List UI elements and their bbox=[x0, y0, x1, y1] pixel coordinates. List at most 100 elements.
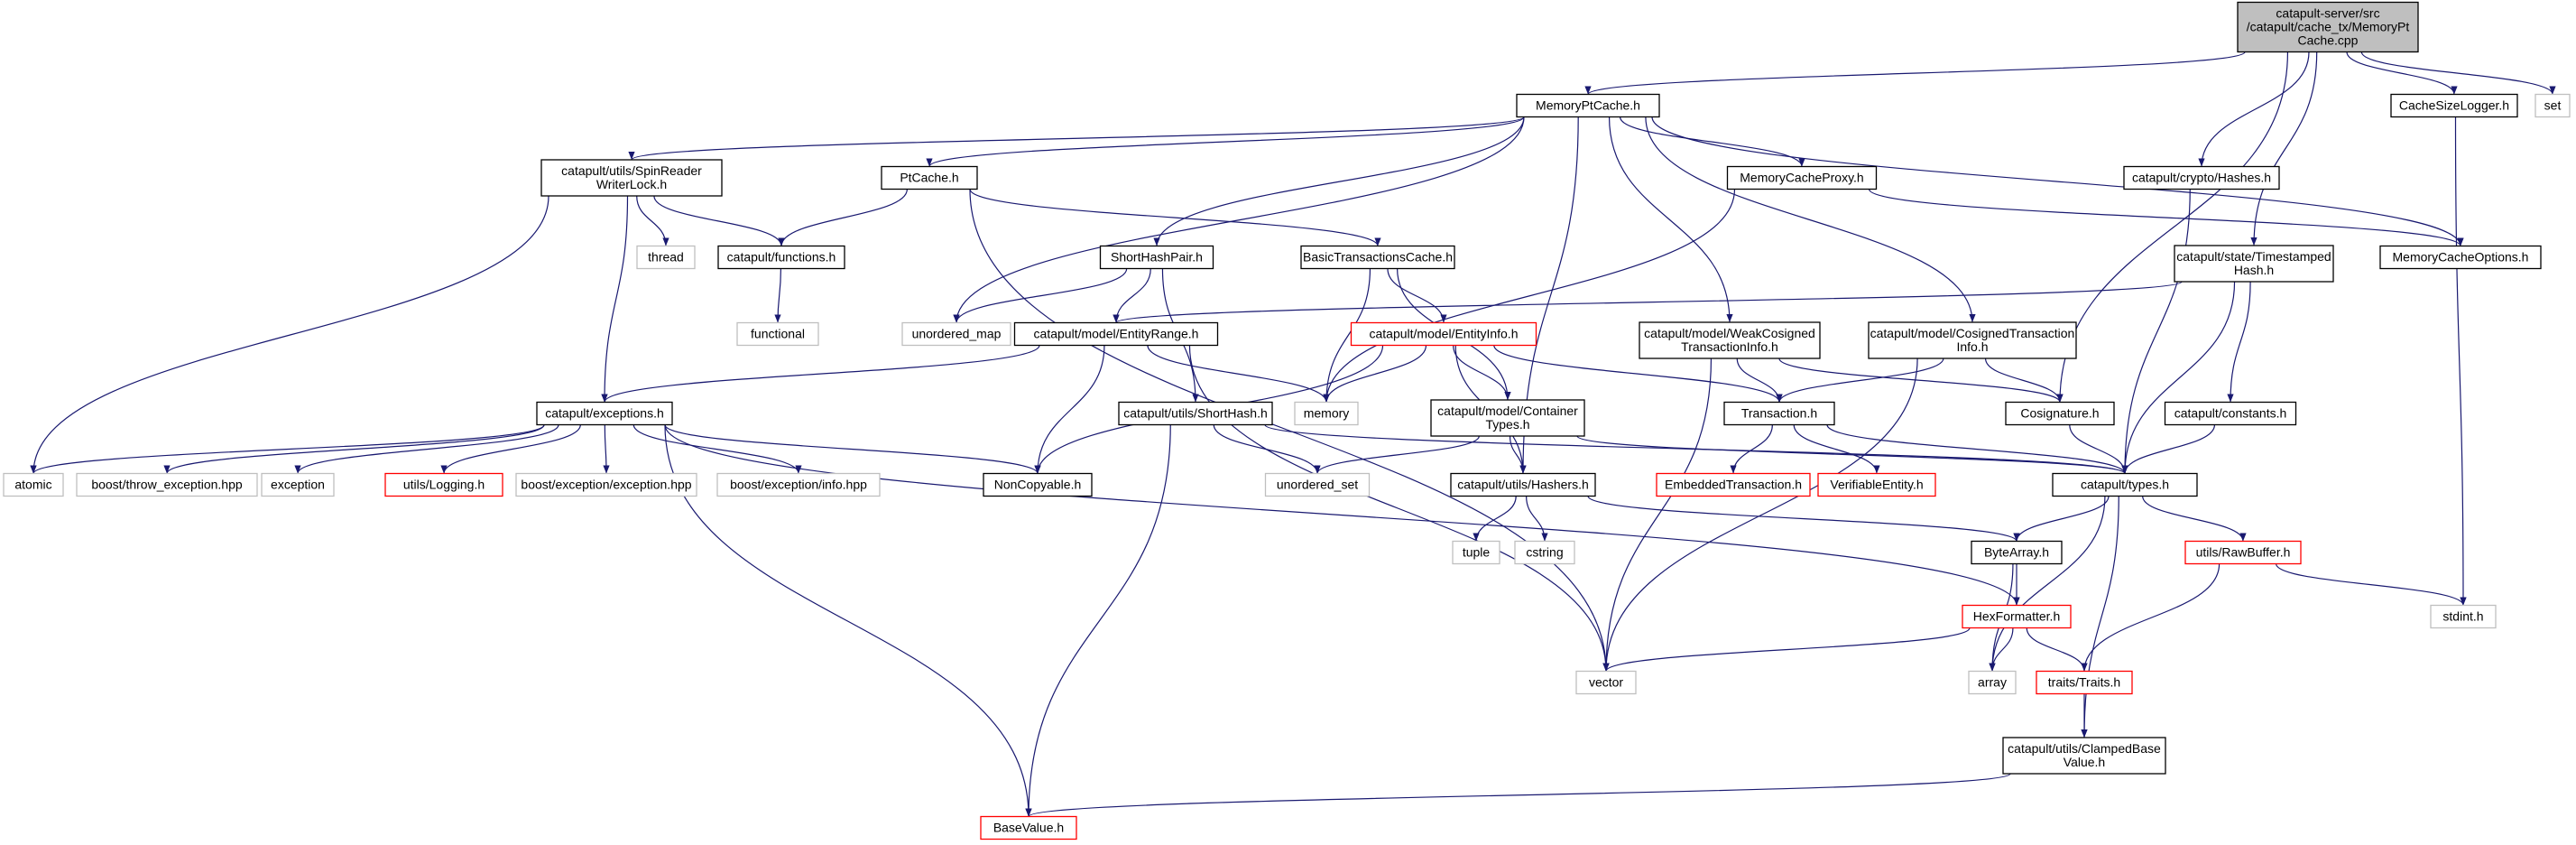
include-edge bbox=[664, 424, 1032, 817]
include-edge bbox=[1776, 358, 1944, 403]
file-node-noncopyable[interactable]: NonCopyable.h bbox=[983, 472, 1093, 497]
node-box bbox=[1968, 670, 2017, 695]
node-box bbox=[1962, 604, 2072, 629]
file-node-types[interactable]: catapult/types.h bbox=[2052, 472, 2198, 497]
file-node-root[interactable]: catapult-server/src/catapult/cache_tx/Me… bbox=[2237, 1, 2419, 53]
file-node-cosignature[interactable]: Cosignature.h bbox=[2005, 401, 2115, 426]
node-label: catapult/types.h bbox=[2081, 478, 2169, 492]
node-label: MemoryCacheOptions.h bbox=[2393, 250, 2529, 265]
file-node-embeddedtx[interactable]: EmbeddedTransaction.h bbox=[1656, 472, 1811, 497]
include-edge bbox=[1868, 188, 2464, 247]
include-edge bbox=[953, 268, 1128, 323]
file-node-hexformatter[interactable]: HexFormatter.h bbox=[1962, 604, 2072, 629]
node-box bbox=[2184, 540, 2302, 565]
node-box bbox=[76, 472, 258, 497]
include-edge bbox=[1323, 189, 1736, 403]
node-box bbox=[2430, 604, 2497, 629]
include-edge bbox=[2198, 51, 2310, 167]
node-box bbox=[1294, 401, 1359, 426]
file-node-memcacheproxy[interactable]: MemoryCacheProxy.h bbox=[1726, 165, 1878, 190]
node-label: unordered_map bbox=[912, 327, 1002, 341]
node-box bbox=[2174, 245, 2334, 283]
file-node-memcacheopts[interactable]: MemoryCacheOptions.h bbox=[2379, 245, 2542, 270]
include-edge bbox=[1619, 116, 1805, 167]
include-edge bbox=[1793, 424, 1880, 474]
file-node-vector: vector bbox=[1575, 670, 1637, 695]
node-label: MemoryPtCache.h bbox=[1536, 98, 1640, 113]
include-edge bbox=[2026, 627, 2088, 672]
file-node-traits[interactable]: traits/Traits.h bbox=[2036, 670, 2133, 695]
file-node-cryptohashes[interactable]: catapult/crypto/Hashes.h bbox=[2123, 165, 2280, 190]
include-edge bbox=[1314, 435, 1480, 474]
include-edge bbox=[603, 424, 610, 474]
include-edge bbox=[664, 424, 1041, 474]
file-node-logging[interactable]: utils/Logging.h bbox=[384, 472, 503, 497]
file-node-ptcache[interactable]: PtCache.h bbox=[881, 165, 978, 190]
file-node-exceptions[interactable]: catapult/exceptions.h bbox=[536, 401, 673, 426]
include-edge bbox=[628, 116, 1525, 161]
include-edge bbox=[2250, 51, 2318, 246]
node-box bbox=[1516, 93, 1660, 118]
file-node-hashers[interactable]: catapult/utils/Hashers.h bbox=[1450, 472, 1596, 497]
include-edge bbox=[601, 195, 629, 403]
dependency-edges bbox=[30, 51, 2556, 818]
node-label: VerifiableEntity.h bbox=[1830, 478, 1923, 492]
node-label: catapult/utils/SpinReader bbox=[561, 163, 702, 178]
node-label: Hash.h bbox=[2234, 263, 2274, 277]
file-node-bytearray[interactable]: ByteArray.h bbox=[1971, 540, 2063, 565]
node-box bbox=[1118, 401, 1273, 426]
file-node-shorthash[interactable]: catapult/utils/ShortHash.h bbox=[1118, 401, 1273, 426]
node-box bbox=[1099, 245, 1214, 270]
include-edge bbox=[1584, 51, 2246, 96]
include-edge bbox=[2360, 51, 2556, 95]
file-node-rawbuffer[interactable]: utils/RawBuffer.h bbox=[2184, 540, 2302, 565]
file-node-functions[interactable]: catapult/functions.h bbox=[717, 245, 845, 270]
include-edge bbox=[1645, 116, 1976, 323]
node-label: PtCache.h bbox=[900, 171, 958, 185]
include-edge bbox=[1147, 345, 1330, 403]
include-edge bbox=[1509, 435, 1527, 474]
file-node-weakcosigned[interactable]: catapult/model/WeakCosignedTransactionIn… bbox=[1639, 321, 1821, 359]
file-node-tuple: tuple bbox=[1452, 540, 1500, 565]
node-box bbox=[2164, 401, 2297, 426]
node-box bbox=[540, 159, 723, 197]
include-edge bbox=[2227, 281, 2251, 403]
node-label: TransactionInfo.h bbox=[1681, 339, 1778, 354]
include-edge bbox=[953, 116, 1525, 323]
include-edge bbox=[1608, 116, 1733, 323]
include-edge bbox=[664, 424, 2020, 606]
file-node-entityrange[interactable]: catapult/model/EntityRange.h bbox=[1013, 321, 1219, 347]
node-label: boost/exception/info.hpp bbox=[730, 478, 867, 492]
include-edge bbox=[1034, 345, 1105, 474]
file-node-transaction[interactable]: Transaction.h bbox=[1723, 401, 1835, 426]
file-node-cstring: cstring bbox=[1514, 540, 1575, 565]
include-edge bbox=[1153, 116, 1525, 246]
include-edge bbox=[1602, 358, 1713, 672]
file-node-boostexc: boost/exception/exception.hpp bbox=[515, 472, 697, 497]
node-box bbox=[261, 472, 335, 497]
node-label: ShortHashPair.h bbox=[1111, 250, 1203, 265]
node-box bbox=[1726, 165, 1878, 190]
file-node-shorthashpair[interactable]: ShortHashPair.h bbox=[1099, 245, 1214, 270]
node-label: MemoryCacheProxy.h bbox=[1740, 171, 1863, 185]
file-node-cachesizelogger[interactable]: CacheSizeLogger.h bbox=[2390, 93, 2518, 118]
node-box bbox=[1971, 540, 2063, 565]
file-node-entityinfo[interactable]: catapult/model/EntityInfo.h bbox=[1350, 321, 1537, 347]
node-label: cstring bbox=[1526, 545, 1563, 560]
file-node-basevalue[interactable]: BaseValue.h bbox=[980, 815, 1077, 840]
file-node-memptcache[interactable]: MemoryPtCache.h bbox=[1516, 93, 1660, 118]
node-label: set bbox=[2544, 98, 2562, 113]
file-node-constants[interactable]: catapult/constants.h bbox=[2164, 401, 2297, 426]
node-box bbox=[2379, 245, 2542, 270]
file-node-atomic: atomic bbox=[3, 472, 64, 497]
include-edge bbox=[163, 424, 545, 474]
file-node-boostinfo: boost/exception/info.hpp bbox=[716, 472, 881, 497]
file-node-basictx[interactable]: BasicTransactionsCache.h bbox=[1300, 245, 1455, 270]
include-edge bbox=[1989, 627, 2014, 672]
file-node-verifiable[interactable]: VerifiableEntity.h bbox=[1817, 472, 1936, 497]
